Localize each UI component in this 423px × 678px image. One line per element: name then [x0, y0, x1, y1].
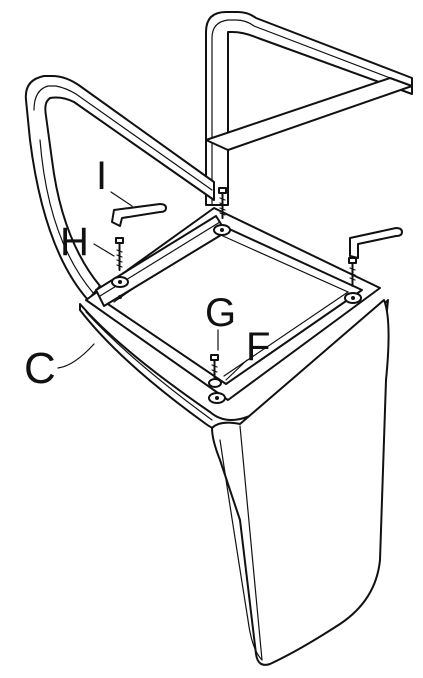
callout-h: H	[60, 220, 89, 264]
leader-lines	[57, 191, 248, 381]
back-frame	[205, 11, 413, 206]
callout-c: C	[24, 344, 56, 393]
callout-i: I	[96, 154, 107, 198]
callout-f: F	[246, 325, 270, 369]
side-frame	[24, 75, 215, 301]
fixing-points	[111, 224, 362, 404]
allen-keys	[111, 203, 403, 259]
seat-cushion	[79, 299, 390, 666]
bolts	[115, 187, 357, 379]
callout-g: G	[205, 291, 236, 335]
